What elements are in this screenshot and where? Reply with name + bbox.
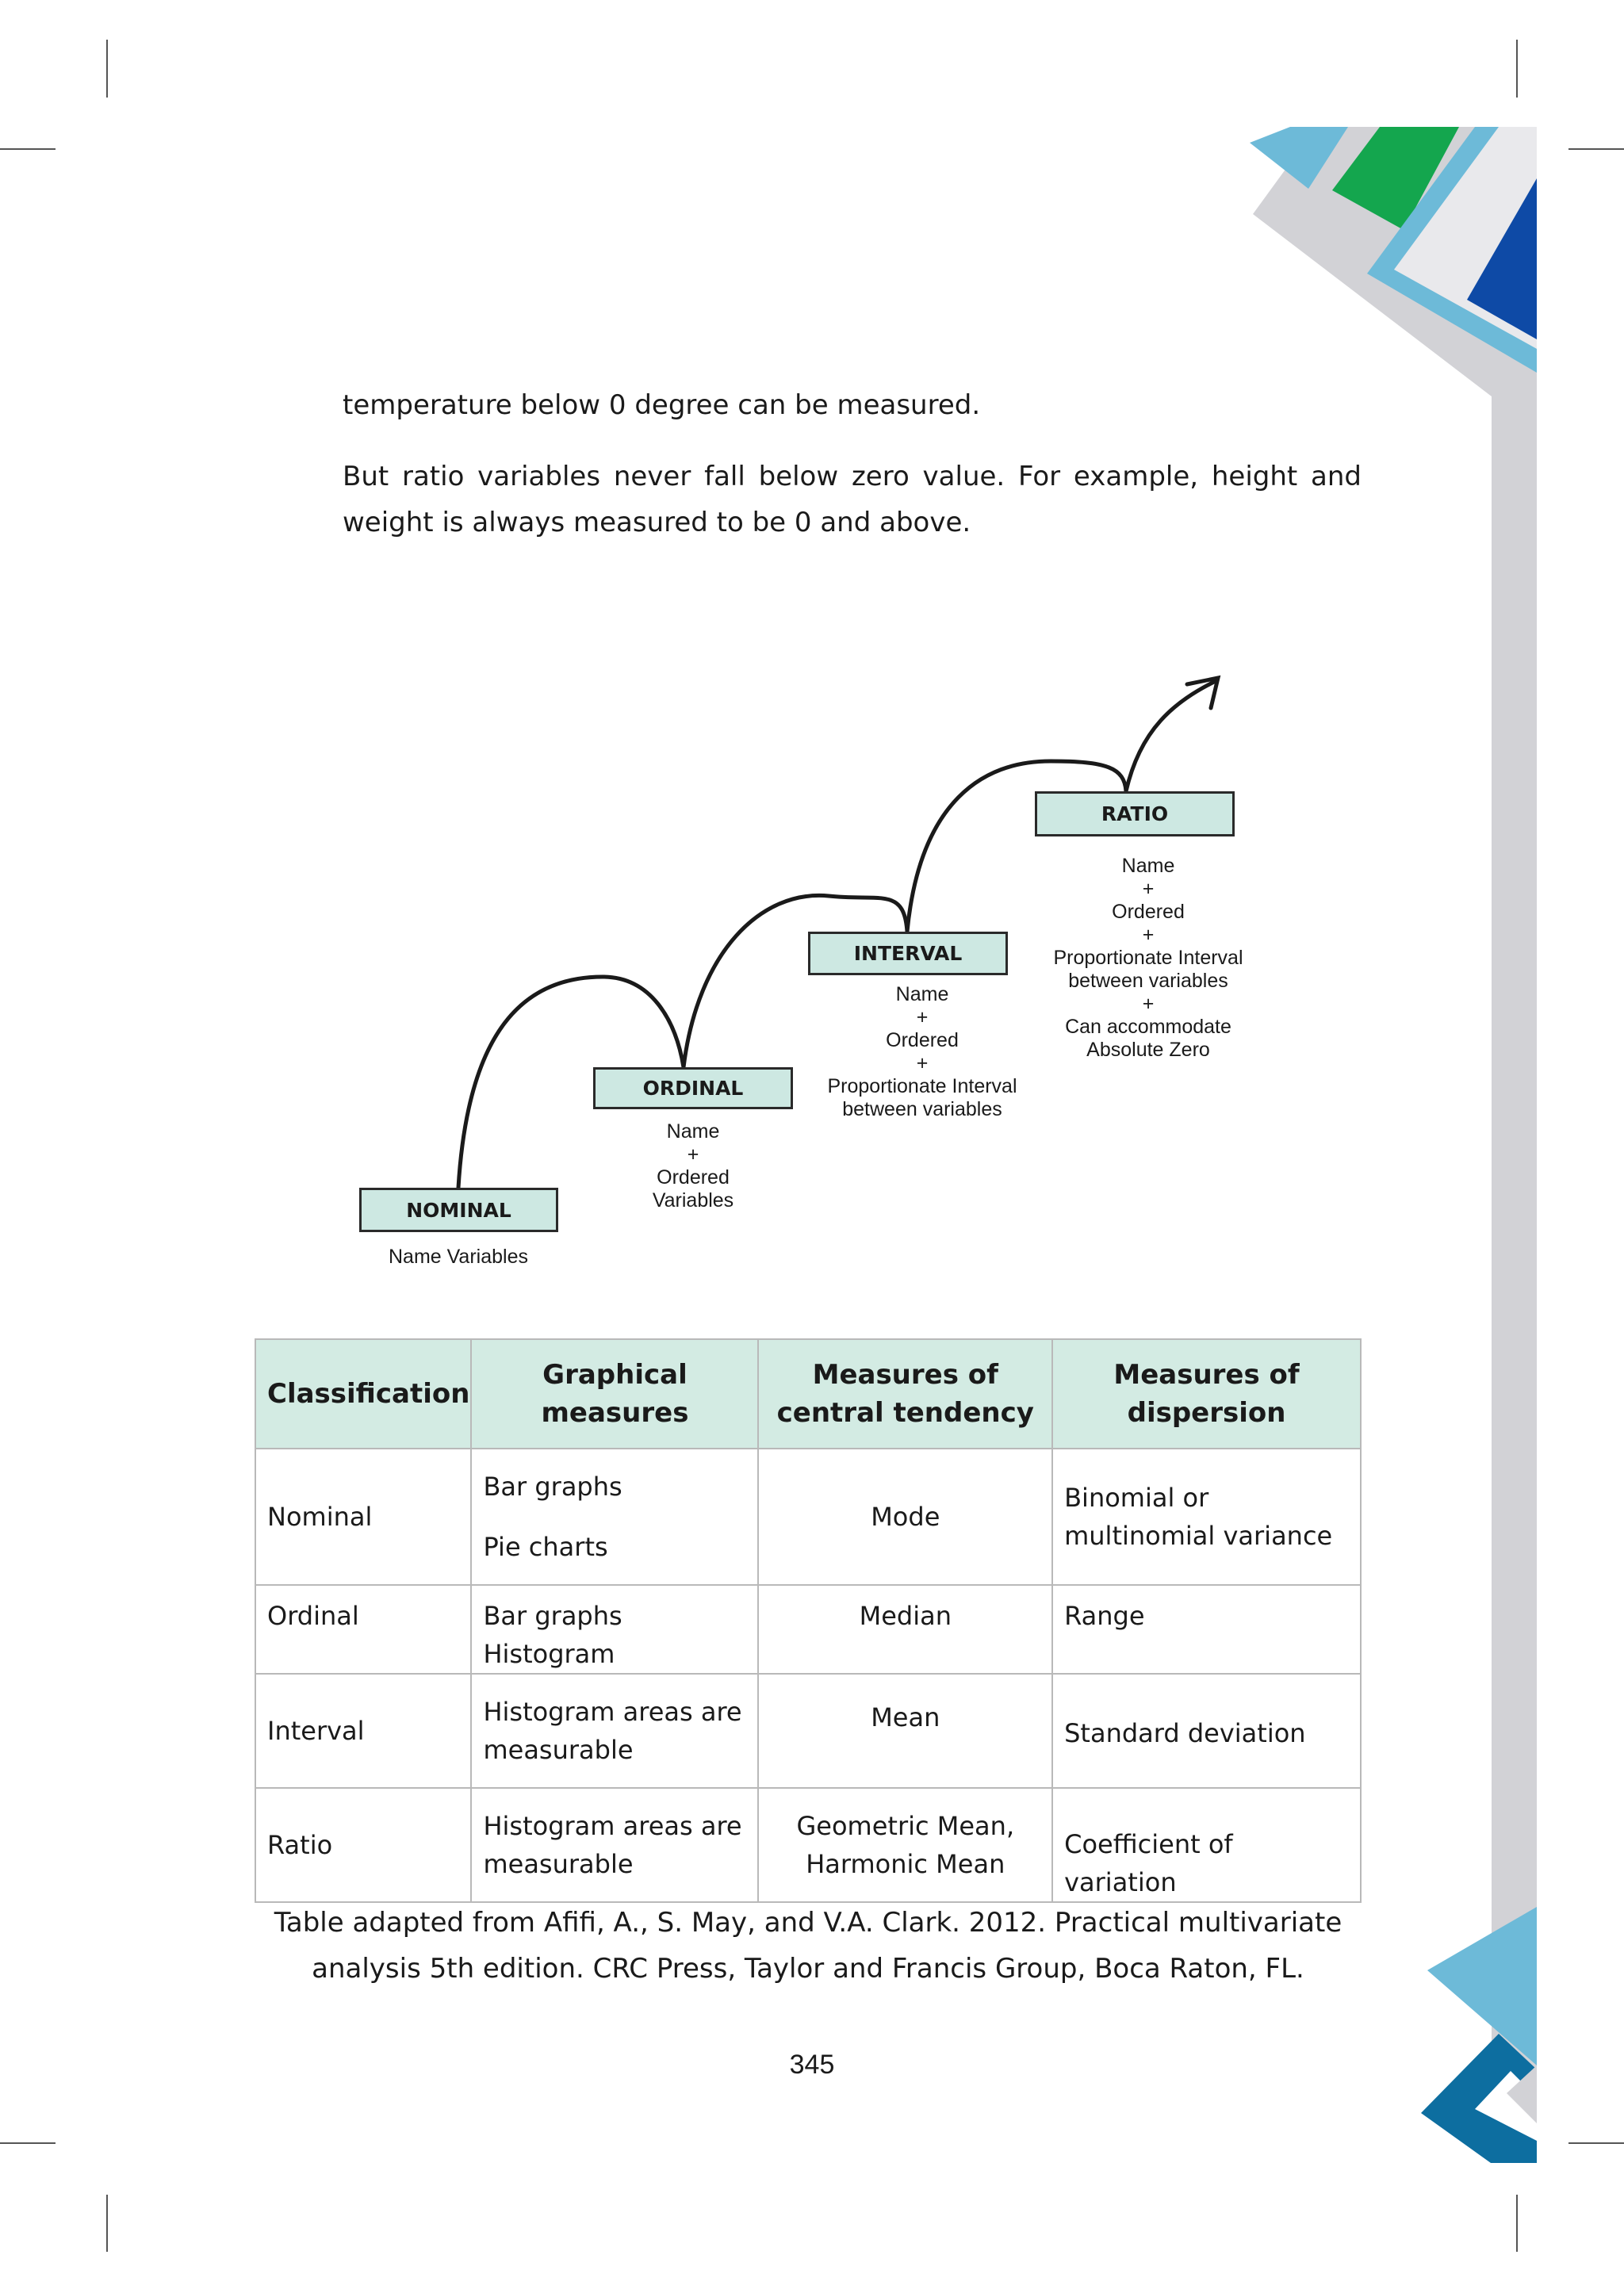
paragraph-2-line-1: But ratio variables never fall below zer… xyxy=(343,461,1362,492)
cell-classification: Nominal xyxy=(254,1448,473,1586)
page-number: 345 xyxy=(789,2050,835,2080)
cell-central: Median xyxy=(757,1584,1054,1675)
table-row: Interval Histogram areas are measurable … xyxy=(254,1673,1362,1789)
header-classification: Classification xyxy=(254,1338,473,1449)
step-box-ratio: RATIO xyxy=(1035,791,1235,836)
step-box-interval: INTERVAL xyxy=(808,932,1008,975)
table-row: Nominal Bar graphs Pie charts Mode Binom… xyxy=(254,1448,1362,1586)
table-caption: Table adapted from Afifi, A., S. May, an… xyxy=(255,1900,1362,1992)
arc-ordinal-interval xyxy=(681,893,910,1070)
cell-dispersion: Range xyxy=(1051,1584,1362,1675)
graphical-item: Bar graphs xyxy=(483,1472,622,1502)
cell-graphical: Histogram areas are measurable xyxy=(470,1673,760,1789)
cell-classification: Interval xyxy=(254,1673,473,1789)
step-desc-nominal: Name Variables xyxy=(388,1246,528,1268)
cell-dispersion: Coefficient of variation xyxy=(1051,1787,1362,1903)
corner-navy-triangle xyxy=(1467,178,1537,339)
cell-graphical: Histogram areas are measurable xyxy=(470,1787,760,1903)
bottom-blue-diamond xyxy=(1427,1907,1537,2065)
step-box-nominal: NOMINAL xyxy=(359,1188,558,1232)
header-dispersion: Measures of dispersion xyxy=(1051,1338,1362,1449)
corner-green-stripe xyxy=(1332,127,1459,230)
table-row: Ordinal Bar graphs Histogram Median Rang… xyxy=(254,1584,1362,1675)
cell-central: Geometric Mean, Harmonic Mean xyxy=(757,1787,1054,1903)
header-graphical-measures: Graphical measures xyxy=(470,1338,760,1449)
arrow-head xyxy=(1185,675,1221,710)
cell-dispersion: Standard deviation xyxy=(1051,1673,1362,1789)
header-central-tendency: Measures of central tendency xyxy=(757,1338,1054,1449)
cell-graphical: Bar graphs Pie charts xyxy=(470,1448,760,1586)
bottom-teal-diamond xyxy=(1421,2034,1537,2163)
graphical-item: Pie charts xyxy=(483,1532,608,1562)
step-box-ordinal: ORDINAL xyxy=(593,1067,793,1109)
arc-interval-ratio xyxy=(905,759,1128,934)
table-header-row: Classification Graphical measures Measur… xyxy=(254,1338,1362,1449)
table-row: Ratio Histogram areas are measurable Geo… xyxy=(254,1787,1362,1903)
cell-graphical: Bar graphs Histogram xyxy=(470,1584,760,1675)
step-desc-interval: Name + Ordered + Proportionate Interval … xyxy=(827,983,1017,1120)
side-bar xyxy=(1492,389,1537,2163)
cell-classification: Ordinal xyxy=(254,1584,473,1675)
classification-table: Classification Graphical measures Measur… xyxy=(254,1338,1362,1903)
corner-blue-stripe xyxy=(1250,127,1348,189)
arrow-shaft-up xyxy=(1124,678,1220,794)
cell-classification: Ratio xyxy=(254,1787,473,1903)
step-desc-ratio: Name + Ordered + Proportionate Interval … xyxy=(1053,855,1243,1061)
cell-central: Mean xyxy=(757,1673,1054,1789)
cell-central: Mode xyxy=(757,1448,1054,1586)
bottom-grey-triangle xyxy=(1507,2065,1537,2123)
cell-dispersion: Binomial or multinomial variance xyxy=(1051,1448,1362,1586)
arc-nominal-ordinal xyxy=(456,974,686,1190)
step-desc-ordinal: Name + Ordered Variables xyxy=(652,1120,734,1212)
caption-line-1: Table adapted from Afifi, A., S. May, an… xyxy=(274,1907,1342,1939)
caption-line-2: analysis 5th edition. CRC Press, Taylor … xyxy=(312,1953,1304,1985)
paragraph-2-line-2: weight is always measured to be 0 and ab… xyxy=(343,507,971,538)
paragraph-1: temperature below 0 degree can be measur… xyxy=(343,389,981,421)
